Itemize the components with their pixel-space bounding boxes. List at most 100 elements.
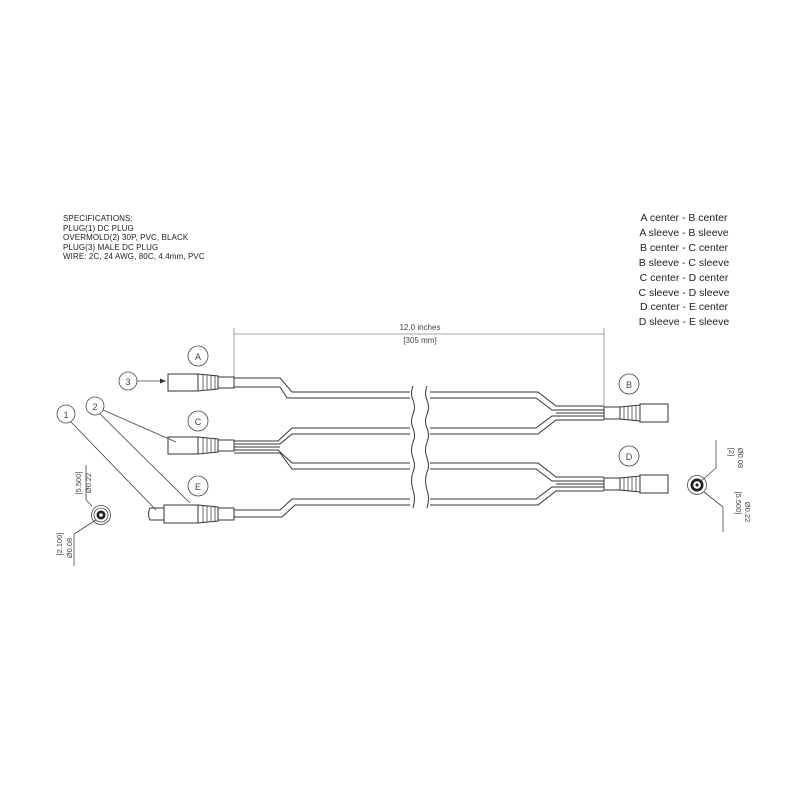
wire-c-upper-bottom <box>234 433 410 445</box>
connector-b-grip-ribs <box>623 405 637 421</box>
connector-b-body <box>639 403 669 423</box>
connection-row: A sleeve - B sleeve <box>639 226 729 239</box>
wire-d-upper-bottom <box>430 468 604 482</box>
connection-row: D center - E center <box>639 301 729 314</box>
dimension-length-mm: [305 mm] <box>403 336 436 345</box>
spec-line-wire: WIRE: 2C, 24 AWG, 80C, 4.4mm, PVC <box>63 252 205 261</box>
label-circle-e <box>187 475 209 497</box>
connector-e-body <box>163 504 199 524</box>
break-mark-left <box>411 385 415 509</box>
wire-d-lower-top <box>430 486 604 500</box>
connection-row: A center - B center <box>640 212 728 224</box>
wire-c-lower-bottom <box>234 452 410 470</box>
callout-3: 3 <box>125 377 130 387</box>
connector-e-strain-relief <box>217 507 235 521</box>
label-circle-b <box>618 373 640 395</box>
connector-a <box>167 373 235 392</box>
left-end-pin-hole <box>99 513 103 517</box>
right-end-outer-mm: [5.500] <box>734 492 743 515</box>
callout-1: 1 <box>63 410 68 420</box>
wire-b-lower-top <box>430 415 604 429</box>
connector-b-overmold <box>619 404 641 422</box>
specifications-block: SPECIFICATIONS: PLUG(1) DC PLUG OVERMOLD… <box>63 214 205 262</box>
wire-d-upper-top <box>430 462 604 478</box>
connector-d-overmold <box>619 475 641 493</box>
connector-e <box>148 504 235 524</box>
right-end-center-pin <box>695 483 699 487</box>
wire-a-bottom <box>234 386 410 399</box>
connector-b <box>603 403 669 423</box>
connector-labels: A B C D E <box>187 345 640 497</box>
wire-break-marks <box>411 385 429 509</box>
right-end-outer-in: Ø0.22 <box>743 502 752 522</box>
connector-c-strain-relief <box>217 439 235 452</box>
left-end-inner-leader <box>73 519 97 535</box>
left-end-middle-ring <box>93 507 109 523</box>
right-end-inner-leader <box>700 467 717 482</box>
label-a: A <box>195 352 201 362</box>
connector-e-pin <box>148 507 165 521</box>
spec-line-plug-1: PLUG(1) DC PLUG <box>63 223 134 233</box>
callout-2: 2 <box>92 402 97 412</box>
connector-a-body <box>167 373 199 392</box>
left-end-outer-ring <box>91 505 111 525</box>
callout-2-leader-c <box>102 409 177 443</box>
wires-left <box>234 377 410 518</box>
connector-a-grip-ribs <box>202 375 216 390</box>
left-end-view: [5.500] Ø0.22 [2.100] Ø0.08 <box>55 465 111 566</box>
connection-row: B center - C center <box>639 241 729 254</box>
specifications-heading: SPECIFICATIONS: <box>63 214 133 223</box>
wire-c-lower-top <box>234 449 410 464</box>
right-end-outer-leader <box>703 491 724 508</box>
right-end-view: [2] Ø0.08 [5.500] Ø0.22 <box>687 440 752 532</box>
callout-3-arrowhead <box>160 378 166 384</box>
left-end-outer-leader <box>85 499 93 507</box>
wires-right <box>430 391 604 506</box>
connector-c <box>167 436 235 455</box>
part-callouts: 3 2 1 <box>56 371 191 511</box>
connection-row: B sleeve - C sleeve <box>638 256 730 269</box>
wire-b-lower-bottom <box>430 419 604 435</box>
connector-c-body <box>167 436 199 455</box>
connector-d-grip-ribs <box>623 476 637 492</box>
label-circle-a <box>187 345 209 367</box>
left-end-outer-in: Ø0.22 <box>84 473 93 493</box>
connector-d <box>603 474 669 494</box>
connector-e-grip-ribs <box>202 506 216 522</box>
wire-a-top <box>234 377 410 393</box>
connection-row: D sleeve - E sleeve <box>638 316 730 329</box>
label-d: D <box>626 452 633 462</box>
break-mark-right <box>425 385 429 509</box>
wire-b-upper-bottom <box>430 397 604 411</box>
wire-e-top <box>234 498 410 511</box>
label-e: E <box>195 482 201 492</box>
wire-d-lower-bottom <box>430 490 604 506</box>
right-end-inner-mm: [2] <box>727 448 736 456</box>
label-circle-d <box>618 445 640 467</box>
wire-b-upper-top <box>430 391 604 407</box>
connector-b-strain-relief <box>603 406 621 420</box>
left-end-inner-mm: [2.100] <box>55 533 64 556</box>
right-end-outer-ring <box>687 475 707 495</box>
connector-d-strain-relief <box>603 477 621 491</box>
label-b: B <box>626 380 632 390</box>
wire-c-upper-top <box>234 427 410 442</box>
spec-line-plug-3: PLUG(3) MALE DC PLUG <box>63 242 159 252</box>
connector-d-body <box>639 474 669 494</box>
right-end-inner-in: Ø0.08 <box>736 448 745 468</box>
dimension-length-inches: 12.0 inches <box>400 323 441 332</box>
wire-e-bottom <box>234 504 410 518</box>
connection-row: C sleeve - D sleeve <box>638 286 730 299</box>
connection-table: A center - B center A sleeve - B sleeve … <box>618 211 750 330</box>
callout-circle-1 <box>56 404 76 424</box>
callout-2-leader-e <box>99 413 191 504</box>
connector-c-grip-ribs <box>202 438 216 453</box>
length-dimension: 12.0 inches [305 mm] <box>233 323 605 405</box>
left-end-outer-mm: [5.500] <box>74 472 83 495</box>
callout-circle-2 <box>85 396 105 416</box>
left-end-inner-in: Ø0.08 <box>65 538 74 558</box>
connection-row: C center - D center <box>639 271 729 284</box>
spec-line-overmold-2: OVERMOLD(2) 30P, PVC, BLACK <box>63 233 189 242</box>
label-circle-c <box>187 410 209 432</box>
